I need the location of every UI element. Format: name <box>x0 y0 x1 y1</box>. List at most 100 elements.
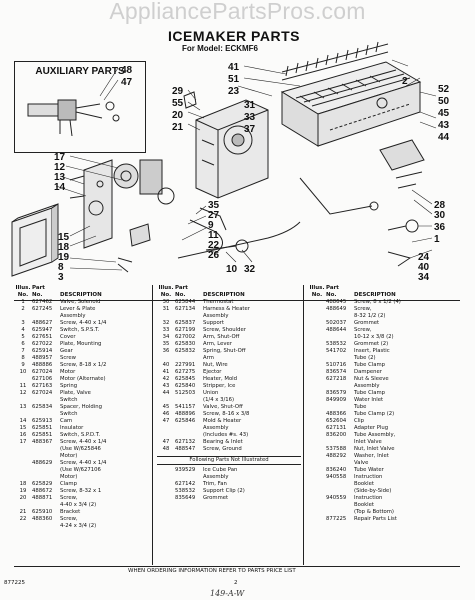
part-no-cell: 836200 <box>326 432 347 438</box>
illus-no-cell: 9 <box>21 362 25 368</box>
part-no-cell: 625851 <box>32 425 53 431</box>
description-cell: Motor (Alternate) <box>60 376 106 382</box>
description-cell: 4-24 x 3/4 (2) <box>60 523 97 529</box>
illus-no-cell <box>308 355 326 362</box>
part-header: Part <box>326 285 339 291</box>
description-cell: Insert, Plastic <box>354 348 390 354</box>
part-no-cell <box>32 453 60 460</box>
no-header: No. <box>160 292 172 298</box>
illus-no-cell <box>14 376 32 383</box>
description-cell: Motor) <box>60 474 78 480</box>
part-no-cell <box>175 397 203 404</box>
illus-no-cell: 20 <box>19 495 27 501</box>
description-cell: (Top & Bottom) <box>354 509 394 515</box>
description-cell: Assembly <box>203 425 229 431</box>
part-no-cell <box>32 474 60 481</box>
illus-no-cell: 31 <box>162 306 170 312</box>
illus-no-cell: 15 <box>19 425 27 431</box>
description-cell: Screw, 8-18 x 1/2 <box>60 362 107 368</box>
part-no-cell: 627651 <box>32 334 53 340</box>
ejector-drawing <box>281 41 389 81</box>
callout-22: 22 <box>208 240 220 251</box>
illus-no-cell <box>308 502 326 509</box>
illus-no-cell <box>308 411 326 418</box>
part-no-cell: 488896 <box>175 411 196 417</box>
description-cell: (Use W/625846 <box>60 446 101 452</box>
table-row: (Top & Bottom) <box>308 509 460 516</box>
footer-rule <box>14 566 460 567</box>
table-row: (Use W/625846 <box>14 446 150 453</box>
part-no-cell: 627132 <box>175 439 196 445</box>
part-no-cell: 627002 <box>175 334 196 340</box>
illus-no-cell <box>308 320 326 327</box>
description-cell: 10-12 x 3/8 (2) <box>354 334 394 340</box>
description-cell: Nut, Wire <box>203 362 228 368</box>
description-header: DESCRIPTION <box>354 292 396 298</box>
part-no-cell: 488629 <box>32 460 53 466</box>
callout-14: 14 <box>54 182 66 193</box>
illus-no-cell <box>157 355 175 362</box>
part-no-cell: 652604 <box>326 418 347 424</box>
description-cell: Clamp <box>60 481 77 487</box>
description-cell: Switch, S.P.S.T. <box>60 327 100 333</box>
illus-no-cell <box>308 488 326 495</box>
callout-1: 1 <box>434 234 440 245</box>
no-header: No. <box>326 292 337 298</box>
illus-no-cell <box>308 383 326 390</box>
callout-50: 50 <box>438 96 450 107</box>
description-cell: Screw, 8-32 x 1 <box>60 488 102 494</box>
column-3-header-2: No. No. DESCRIPTION <box>308 292 460 299</box>
description-cell: Valve, Shut-Off <box>203 404 243 410</box>
callout-32: 32 <box>244 264 256 275</box>
part-no-cell: 488644 <box>326 327 347 333</box>
part-no-cell: 627024 <box>32 369 53 375</box>
part-no-cell <box>175 355 203 362</box>
page-title: ICEMAKER PARTS <box>168 28 300 44</box>
part-no-cell <box>326 509 354 516</box>
table-row: Assembly <box>308 383 460 390</box>
description-cell: Water Inlet <box>354 397 384 403</box>
part-no-cell: 625832 <box>175 348 196 354</box>
illus-no-cell: 12 <box>19 390 27 396</box>
part-no-cell: 625840 <box>175 383 196 389</box>
callout-36: 36 <box>434 222 446 233</box>
illus-no-cell: 4 <box>21 327 25 333</box>
part-no-cell: 488672 <box>32 488 53 494</box>
part-no-cell: 488292 <box>326 453 347 459</box>
table-row: 4-40 x 3/4 (2) <box>14 502 150 509</box>
illus-no-cell: 7 <box>21 348 25 354</box>
illus-no-cell <box>14 411 32 418</box>
description-cell: Clip <box>354 418 365 424</box>
illus-no-cell <box>308 390 326 397</box>
part-no-cell: 488367 <box>32 439 53 445</box>
description-cell: Screw, <box>354 327 372 333</box>
description-cell: Screw, <box>60 516 78 522</box>
callout-26: 26 <box>208 250 220 261</box>
description-cell: Arm <box>203 355 214 361</box>
illus-no-cell: 18 <box>19 481 27 487</box>
part-no-cell: 625845 <box>175 376 196 382</box>
description-cell: Tube Water <box>354 467 384 473</box>
part-no-cell <box>326 439 354 446</box>
part-no-cell: 627131 <box>326 425 347 431</box>
table-row: (Side-by-Side) <box>308 488 460 495</box>
description-cell: Stripper, Ice <box>203 383 236 389</box>
illus-no-cell: 45 <box>162 404 170 410</box>
description-cell: Screw, 4-40 x 1/4 <box>60 460 107 466</box>
part-no-cell <box>175 432 203 439</box>
part-no-cell: 627163 <box>32 383 53 389</box>
part-no-cell: 512503 <box>175 390 196 396</box>
